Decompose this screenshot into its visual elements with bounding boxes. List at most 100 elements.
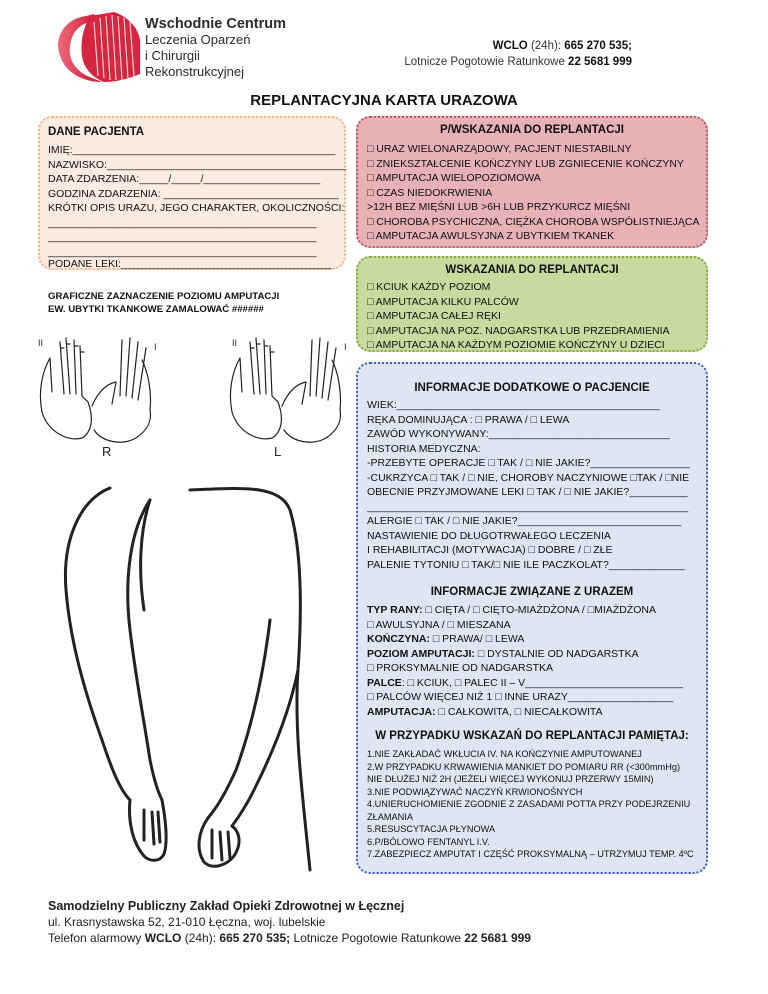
contact-text-1: (24h):	[527, 40, 565, 52]
injury-description-line[interactable]: ________________________________________…	[48, 231, 317, 243]
patient-surname-field[interactable]: NAZWISKO:_______________________________…	[48, 158, 347, 171]
amputation-level-label: POZIOM AMPUTACJI:	[367, 647, 475, 660]
indication-item[interactable]: □ AMPUTACJA NA POZ. NADGARSTKA LUB PRZED…	[367, 324, 670, 337]
hospital-logo	[58, 12, 140, 82]
amputation-type-label: AMPUTACJA:	[367, 705, 436, 718]
hand-label-right: R	[102, 444, 111, 459]
contraindications-list: □ URAZ WIELONARZĄDOWY, PACJENT NIESTABIL…	[367, 142, 700, 244]
wound-type-label: TYP RANY:	[367, 604, 423, 616]
indications-heading: WSKAZANIA DO REPLANTACJI	[445, 264, 619, 276]
contact-text-2: Lotnicze Pogotowie Ratunkowe	[404, 56, 569, 68]
amputation-level-options[interactable]: □ DYSTALNIE OD NADGARSTKA	[474, 647, 639, 660]
org-line-4: Rekonstrukcyjnej	[145, 64, 244, 79]
remember-item: 4.UNIERUCHOMIENIE ZGODNIE Z ZASADAMI POT…	[367, 799, 691, 809]
motivation-field[interactable]: I REHABILITACJI (MOTYWACJA) □ DOBRE / □ …	[367, 544, 613, 556]
fingers-options[interactable]: : □ KCIUK, □ PALEC II – V_______________…	[401, 676, 683, 689]
remember-item: ZŁAMANIA	[367, 811, 413, 822]
fingers-options-2[interactable]: □ PALCÓW WIĘCEJ NIŻ 1 □ INNE URAZY______…	[367, 691, 674, 703]
allergies-field[interactable]: ALERGIE □ TAK / □ NIE JAKIE?____________…	[367, 515, 682, 527]
footer-institution: Samodzielny Publiczny Zakład Opieki Zdro…	[48, 899, 405, 913]
event-date-field[interactable]: DATA ZDARZENIA:_____/_____/_____________…	[48, 173, 321, 185]
contact-phone-1: 665 270 535;	[564, 40, 632, 52]
injury-description-line[interactable]: ________________________________________…	[48, 216, 317, 229]
remember-item: 5.RESUSCYTACJA PŁYNOWA	[367, 824, 496, 834]
contraindication-item: >12H BEZ MIĘŚNI LUB >6H LUB PRZYKURCZ MI…	[367, 201, 631, 213]
patient-heading: DANE PACJENTA	[48, 126, 145, 138]
indication-item[interactable]: □ AMPUTACJA CAŁEJ RĘKI	[367, 310, 501, 322]
hands-diagram[interactable]: R L II II I I	[32, 332, 352, 462]
current-meds-field[interactable]: OBECNIE PRZYJMOWANE LEKI □ TAK / □ NIE J…	[367, 486, 688, 498]
footer-phone-text-1: Telefon alarmowy	[48, 931, 145, 945]
footer-phone-line: Telefon alarmowy WCLO (24h): 665 270 535…	[48, 930, 531, 946]
contraindications-box: P/WSKAZANIA DO REPLANTACJI □ URAZ WIELON…	[356, 116, 708, 248]
page-title: REPLANTACYJNA KARTA URAZOWA	[250, 92, 518, 109]
hand-label-left: L	[274, 444, 281, 459]
organization-name: Wschodnie Centrum Leczenia Oparzeń i Chi…	[145, 16, 286, 80]
additional-info-heading: INFORMACJE DODATKOWE O PACJENCIE	[414, 382, 650, 394]
amputation-type-field[interactable]: AMPUTACJA: □ CAŁKOWITA, □ NIECAŁKOWITA	[367, 705, 683, 720]
smoking-field[interactable]: PALENIE TYTONIU □ TAK/□ NIE ILE PACZKOLA…	[367, 558, 685, 571]
event-time-field[interactable]: GODZINA ZDARZENIA: _____________________…	[48, 187, 339, 200]
fingers-label: PALCE	[367, 676, 402, 689]
amputation-level-options-2[interactable]: □ PROKSYMALNIE OD NADGARSTKA	[367, 662, 554, 674]
diabetes-vascular-field[interactable]: -CUKRZYCA □ TAK / □ NIE, CHOROBY NACZYNI…	[367, 471, 690, 484]
injury-info-fields: TYP RANY: □ CIĘTA / □ CIĘTO-MIAŻDŻONA / …	[367, 603, 683, 719]
contraindication-item[interactable]: □ AMPUTACJA AWULSYJNA Z UBYTKIEM TKANEK	[367, 230, 615, 242]
fingers-field[interactable]: PALCE: □ KCIUK, □ PALEC II – V__________…	[367, 676, 683, 691]
remember-item: 1.NIE ZAKŁADAĆ WKŁUCIA IV. NA KOŃCZYNIE …	[367, 749, 642, 759]
contraindication-item[interactable]: □ AMPUTACJA WIELOPOZIOMOWA	[367, 172, 541, 184]
footer-phone-2: 22 5681 999	[464, 931, 531, 945]
attitude-label: NASTAWIENIE DO DŁUGOTRWAŁEGO LECZENIA	[367, 529, 611, 542]
remember-item: NIE DŁUŻEJ NIŻ 2H (JEŻELI WIĘCEJ WYKONUJ…	[367, 774, 654, 784]
limb-field[interactable]: KOŃCZYNA: □ PRAWA/ □ LEWA	[367, 632, 683, 647]
footer: Samodzielny Publiczny Zakład Opieki Zdro…	[48, 898, 531, 946]
current-meds-line[interactable]: ________________________________________…	[367, 500, 689, 513]
indications-box: WSKAZANIA DO REPLANTACJI □ KCIUK KAŻDY P…	[356, 256, 708, 352]
amputation-graphic-label: GRAFICZNE ZAZNACZENIE POZIOMU AMPUTACJI …	[48, 290, 279, 316]
contraindication-item[interactable]: □ ZNIEKSZTAŁCENIE KOŃCZYNY LUB ZGNIECENI…	[367, 157, 684, 170]
graphic-label-line-1: GRAFICZNE ZAZNACZENIE POZIOMU AMPUTACJI	[48, 291, 280, 302]
contact-phone-2: 22 5681 999	[568, 56, 632, 68]
wound-type-options[interactable]: □ CIĘTA / □ CIĘTO-MIAŻDŻONA / □MIAŻDŻONA	[422, 604, 656, 616]
drugs-given-field[interactable]: PODANE LEKI:____________________________…	[48, 258, 332, 270]
finger-label-i: I	[154, 342, 157, 352]
footer-address: ul. Krasnystawska 52, 21-010 Łęczna, woj…	[48, 915, 326, 929]
indications-list: □ KCIUK KAŻDY POZIOM □ AMPUTACJA KILKU P…	[367, 280, 670, 353]
remember-item: 2.W PRZYPADKU KRWAWIENIA MANKIET DO POMI…	[367, 761, 681, 772]
medical-history-label: HISTORIA MEDYCZNA:	[367, 442, 481, 455]
previous-surgery-field[interactable]: -PRZEBYTE OPERACJE □ TAK / □ NIE JAKIE?_…	[367, 457, 690, 469]
patient-fields: IMIĘ:___________________________________…	[48, 143, 346, 259]
patient-name-field[interactable]: IMIĘ:___________________________________…	[48, 144, 336, 156]
dominant-hand-field[interactable]: RĘKA DOMINUJĄCA : □ PRAWA / □ LEWA	[367, 413, 570, 426]
age-field[interactable]: WIEK:___________________________________…	[367, 399, 660, 411]
contraindication-item[interactable]: □ URAZ WIELONARZĄDOWY, PACJENT NIESTABIL…	[367, 143, 632, 155]
contact-info: WCLO (24h): 665 270 535; Lotnicze Pogoto…	[404, 38, 632, 70]
remember-list: 1.NIE ZAKŁADAĆ WKŁUCIA IV. NA KOŃCZYNIE …	[367, 748, 694, 861]
amputation-level-field[interactable]: POZIOM AMPUTACJI: □ DYSTALNIE OD NADGARS…	[367, 647, 683, 662]
injury-description-line[interactable]: ________________________________________…	[48, 245, 317, 258]
contraindication-item[interactable]: □ CHOROBA PSYCHICZNA, CIĘŻKA CHOROBA WSP…	[367, 215, 700, 228]
limb-options[interactable]: □ PRAWA/ □ LEWA	[430, 633, 525, 645]
wound-type-options-2[interactable]: □ AWULSYJNA / □ MIESZANA	[367, 618, 511, 631]
remember-item: 7.ZABEZPIECZ AMPUTAT I CZĘŚĆ PROKSYMALNĄ…	[367, 849, 694, 859]
graphic-label-line-2: EW. UBYTKI TKANKOWE ZAMALOWAĆ ######	[48, 304, 264, 315]
contraindications-heading: P/WSKAZANIA DO REPLANTACJI	[440, 124, 624, 136]
additional-info-fields: WIEK:___________________________________…	[367, 398, 690, 572]
footer-phone-text-3: Lotnicze Pogotowie Ratunkowe	[290, 931, 465, 945]
indication-item[interactable]: □ KCIUK KAŻDY POZIOM	[367, 281, 491, 293]
org-line-3: i Chirurgii	[145, 48, 200, 63]
org-line-1: Wschodnie Centrum	[145, 16, 286, 32]
injury-info-heading: INFORMACJE ZWIĄZANE Z URAZEM	[430, 586, 634, 598]
finger-label-i: I	[344, 342, 347, 352]
wound-type-field[interactable]: TYP RANY: □ CIĘTA / □ CIĘTO-MIAŻDŻONA / …	[367, 603, 683, 618]
contraindication-item[interactable]: □ CZAS NIEDOKRWIENIA	[367, 186, 493, 199]
indication-item[interactable]: □ AMPUTACJA KILKU PALCÓW	[367, 295, 519, 308]
occupation-field[interactable]: ZAWÓD WYKONYWANY:_______________________…	[367, 428, 670, 440]
amputation-type-options[interactable]: □ CAŁKOWITA, □ NIECAŁKOWITA	[435, 705, 603, 718]
indication-item[interactable]: □ AMPUTACJA NA KAŻDYM POZIOMIE KOŃCZYNY …	[367, 339, 665, 351]
footer-phone-1: 665 270 535;	[219, 931, 291, 945]
arms-diagram[interactable]	[40, 470, 340, 880]
finger-label-ii: II	[232, 338, 237, 348]
contact-wclo: WCLO	[492, 40, 528, 52]
footer-phone-text-2: (24h):	[181, 931, 220, 945]
